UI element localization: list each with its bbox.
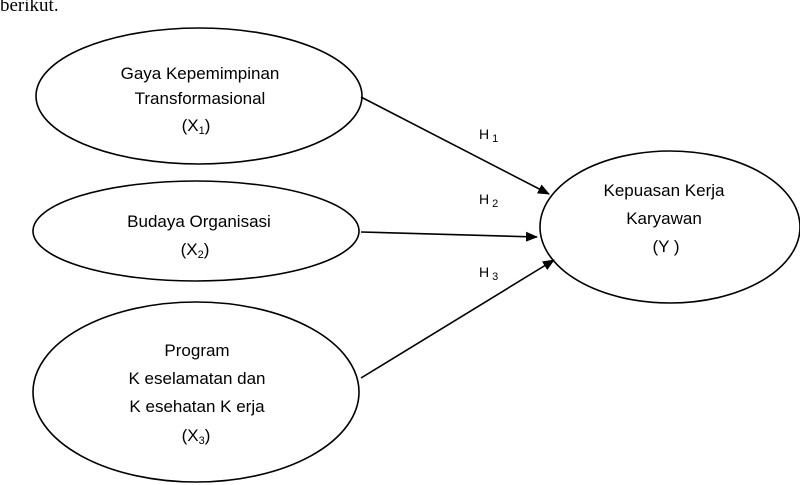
- node-y-variable: (Y ): [652, 237, 679, 256]
- node-x3-label-line1: Program: [164, 341, 229, 360]
- node-y-ellipse: [539, 150, 800, 304]
- node-x1-label-line1: Gaya Kepemimpinan: [121, 64, 280, 83]
- node-x2-variable: (X2): [181, 240, 210, 261]
- node-y: Kepuasan Kerja Karyawan (Y ): [539, 150, 800, 304]
- node-x2-ellipse: [32, 180, 360, 282]
- node-x3-ellipse: [32, 301, 360, 483]
- node-x1: Gaya Kepemimpinan Transformasional (X1): [35, 27, 363, 165]
- intro-text: berikut.: [0, 0, 59, 16]
- node-x3-variable: (X3): [182, 426, 211, 447]
- node-x3: Program K eselamatan dan K esehatan K er…: [32, 301, 360, 483]
- arrow-h3: [360, 259, 555, 379]
- node-x2: Budaya Organisasi (X2): [32, 180, 360, 282]
- node-x2-label-line1: Budaya Organisasi: [127, 212, 271, 231]
- node-x1-label-line2: Transformasional: [135, 89, 266, 108]
- node-x3-label-line2: K eselamatan dan: [128, 369, 265, 388]
- node-x1-variable: (X1): [182, 116, 211, 137]
- node-x1-ellipse: [35, 27, 363, 165]
- node-x3-label-line3: K esehatan K erja: [129, 397, 265, 416]
- arrow-h1: [360, 96, 550, 195]
- node-y-label-line2: Karyawan: [626, 209, 702, 228]
- arrow-h2: [360, 231, 538, 242]
- node-y-label-line1: Kepuasan Kerja: [604, 181, 726, 200]
